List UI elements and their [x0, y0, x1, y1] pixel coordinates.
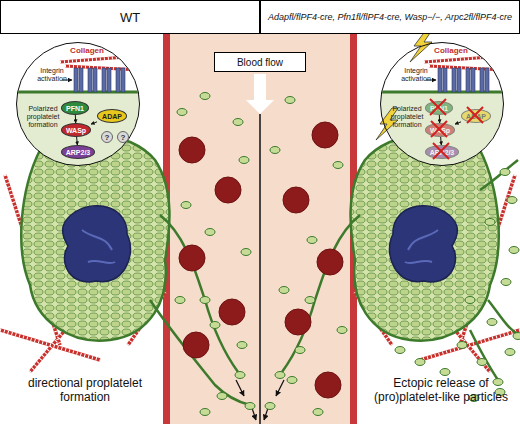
node-text: Collagen [67, 47, 107, 55]
knockout-cross [430, 99, 483, 159]
caption-label: Ectopic release of (pro)platelet-like pa… [368, 376, 514, 404]
protein-oval: ADAP [97, 109, 127, 123]
node-text: Integrin activation [395, 67, 437, 83]
node-text: Polarized proplatelet formation [389, 105, 425, 129]
pathway-arrow [455, 122, 461, 124]
node-text: ? [121, 133, 126, 142]
node-text: Adapfl/flPF4-cre, Pfn1fl/flPF4-cre, Wasp… [268, 12, 512, 23]
protein-oval: ADAP [461, 109, 491, 123]
node-text: WT [120, 10, 140, 25]
node-text: Blood flow [237, 57, 283, 68]
divider-line [259, 114, 261, 424]
red-blood-cell [179, 122, 343, 398]
megakaryocyte [351, 134, 499, 341]
flow-label-box: Blood flow [214, 52, 306, 72]
proplatelet-shaft [150, 160, 520, 405]
flow-arrow [236, 380, 284, 420]
node-text: ARP2/3 [66, 149, 91, 156]
node-text: ADAP [466, 113, 486, 120]
protein-oval: ARP2/3 [61, 145, 95, 159]
node-text: Polarized proplatelet formation [25, 105, 61, 129]
pathway-arrow [91, 122, 97, 124]
caption-label: directional proplatelet formation [15, 376, 155, 404]
unknown-partner: ? [101, 131, 113, 143]
vessel-lumen [163, 34, 357, 424]
lightning-bolt [376, 30, 432, 140]
pathway-arrow [75, 115, 76, 123]
node-text: WASp [66, 127, 86, 134]
node-text: PFN1 [66, 105, 84, 112]
pathway-arrow [439, 115, 440, 123]
flow-direction-arrow [246, 74, 274, 114]
zoom-circle: CollagenIntegrin activationPolarized pro… [16, 42, 140, 166]
node-text: ? [105, 133, 110, 142]
node-text: Collagen [431, 47, 471, 55]
protein-oval: PFN1 [425, 101, 453, 115]
node-text: PFN1 [430, 105, 448, 112]
header-cell: Adapfl/flPF4-cre, Pfn1fl/flPF4-cre, Wasp… [260, 0, 520, 34]
pathway-arrow [76, 137, 78, 145]
header-cell: WT [0, 0, 260, 34]
protein-oval: WASp [425, 123, 455, 137]
zoom-circle: CollagenIntegrin activationPolarized pro… [380, 42, 504, 166]
pathway-arrow [440, 137, 442, 145]
megakaryocyte [21, 134, 169, 341]
unknown-partner: ? [117, 131, 129, 143]
node-text: ARP2/3 [430, 149, 455, 156]
protein-oval: WASp [61, 123, 91, 137]
node-text: WASp [430, 127, 450, 134]
zoom-detail [10, 43, 514, 172]
node-text: Integrin activation [31, 67, 73, 83]
platelet [175, 93, 520, 416]
protein-oval: PFN1 [61, 101, 89, 115]
node-text: ADAP [102, 113, 122, 120]
protein-oval: ARP2/3 [425, 145, 459, 159]
